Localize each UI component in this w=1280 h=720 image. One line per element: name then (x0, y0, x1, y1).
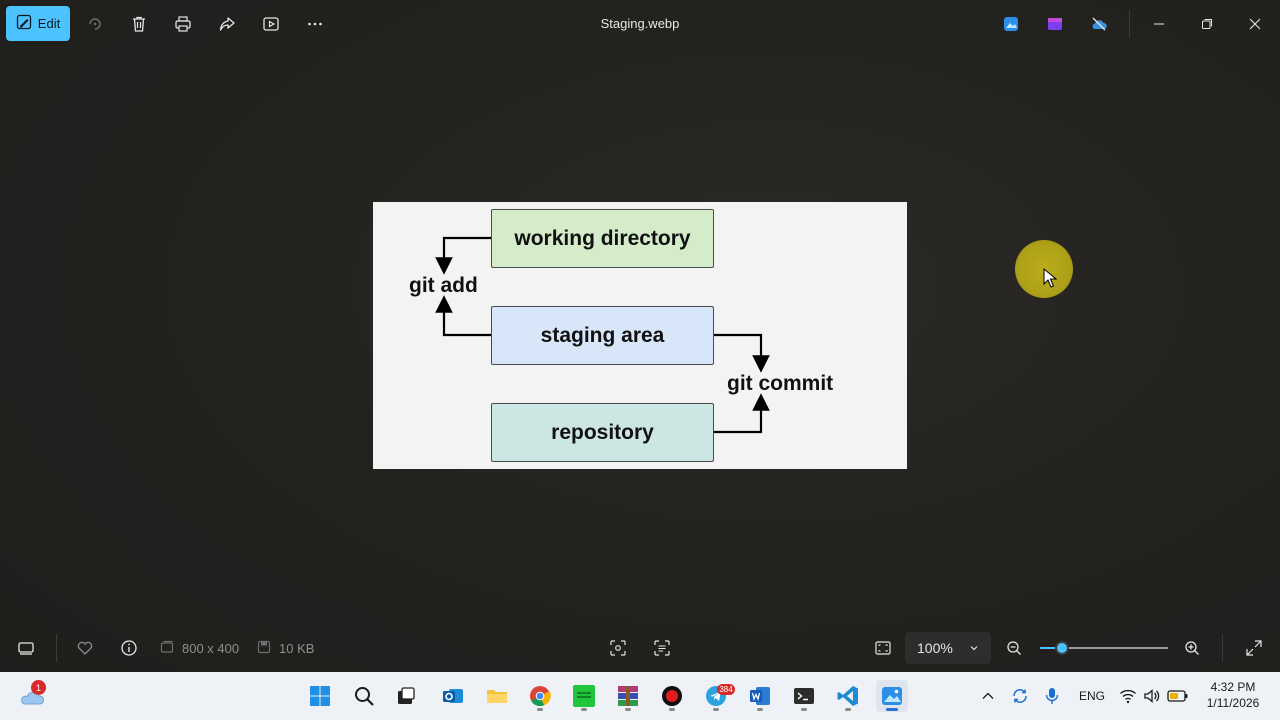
zoom-out-icon[interactable] (1002, 636, 1026, 660)
heart-icon[interactable] (73, 636, 97, 660)
language-indicator[interactable]: ENG (1079, 689, 1106, 703)
fullscreen-icon[interactable] (1242, 636, 1266, 660)
zoom-in-icon[interactable] (1180, 636, 1204, 660)
print-icon[interactable] (171, 12, 195, 36)
working-directory-box: working directory (491, 209, 714, 268)
info-icon[interactable] (117, 636, 141, 660)
diagram-arrows (435, 236, 770, 434)
sync-icon[interactable] (1004, 680, 1036, 712)
volume-icon[interactable] (1136, 680, 1168, 712)
clock-time: 4:32 PM (1210, 680, 1256, 694)
chevron-down-icon (969, 640, 979, 656)
terminal-icon[interactable] (788, 680, 820, 712)
staging-area-box: staging area (491, 306, 714, 365)
extract-text-icon[interactable] (650, 636, 674, 660)
file-size: 10 KB (279, 640, 315, 656)
filmstrip-icon[interactable] (14, 636, 38, 660)
rotate-icon[interactable] (83, 12, 107, 36)
zoom-value: 100% (917, 640, 953, 656)
edit-label: Edit (37, 16, 61, 31)
running-indicator (757, 708, 763, 711)
vscode-icon[interactable] (832, 680, 864, 712)
image-viewport[interactable]: working directory git add staging area g… (373, 202, 907, 469)
repository-box: repository (491, 403, 714, 462)
zoom-slider-track[interactable] (1040, 647, 1168, 649)
photos-app-icon[interactable] (999, 12, 1023, 36)
status-bar: 800 x 400 10 KB (0, 624, 1280, 672)
running-indicator (581, 708, 587, 711)
start-button-icon[interactable] (304, 680, 336, 712)
zoom-slider-thumb[interactable] (1054, 641, 1069, 655)
onedrive-icon[interactable] (1087, 12, 1111, 36)
wifi-icon[interactable] (1112, 680, 1144, 712)
zoom-slider-fill (1040, 647, 1062, 649)
save-icon (257, 640, 271, 657)
photos-taskbar-icon[interactable] (876, 680, 908, 712)
git-add-label: git add (409, 274, 478, 297)
running-indicator (713, 708, 719, 711)
dimensions-icon (160, 640, 174, 657)
restore-icon[interactable] (1195, 12, 1219, 36)
status-divider-right (1222, 634, 1223, 662)
clipchamp-icon[interactable] (1043, 12, 1067, 36)
toolbar-divider (1129, 10, 1130, 38)
edit-button[interactable]: Edit (6, 6, 70, 41)
chevron-up-icon[interactable] (972, 680, 1004, 712)
zoom-dropdown[interactable]: 100% (905, 632, 991, 664)
slideshow-icon[interactable] (259, 12, 283, 36)
winrar-icon[interactable] (612, 680, 644, 712)
mouse-pointer-icon (1043, 268, 1057, 288)
running-indicator (801, 708, 807, 711)
clock-date: 1/11/2026 (1206, 696, 1260, 710)
delete-icon[interactable] (127, 12, 151, 36)
system-clock[interactable]: 4:32 PM 1/11/2026 (1198, 679, 1268, 711)
visual-search-icon[interactable] (606, 636, 630, 660)
share-icon[interactable] (215, 12, 239, 36)
weather-notification-badge: 1 (31, 680, 46, 695)
telegram-unread-badge: 384 (717, 684, 735, 695)
image-dimensions: 800 x 400 (182, 640, 240, 656)
running-indicator (669, 708, 675, 711)
active-app-indicator (886, 708, 898, 711)
running-indicator (625, 708, 631, 711)
kaspersky-app-icon[interactable] (568, 680, 600, 712)
more-icon[interactable] (303, 12, 327, 36)
search-icon[interactable] (348, 680, 380, 712)
status-divider (56, 634, 57, 662)
microphone-icon[interactable] (1036, 680, 1068, 712)
word-icon[interactable] (744, 680, 776, 712)
windows-taskbar: 1 384 (0, 672, 1280, 720)
file-title: Staging.webp (600, 16, 680, 31)
chrome-icon[interactable] (524, 680, 556, 712)
running-indicator (845, 708, 851, 711)
minimize-icon[interactable] (1147, 12, 1171, 36)
file-explorer-icon[interactable] (481, 680, 513, 712)
running-indicator (537, 708, 543, 711)
battery-icon[interactable] (1162, 680, 1194, 712)
edit-icon (16, 14, 32, 33)
outlook-icon[interactable] (437, 680, 469, 712)
screen-recorder-icon[interactable] (656, 680, 688, 712)
close-icon[interactable] (1243, 12, 1267, 36)
git-commit-label: git commit (727, 372, 834, 395)
fit-to-window-icon[interactable] (871, 636, 895, 660)
app-toolbar: Edit Staging.webp (0, 0, 1280, 48)
task-view-icon[interactable] (390, 680, 422, 712)
